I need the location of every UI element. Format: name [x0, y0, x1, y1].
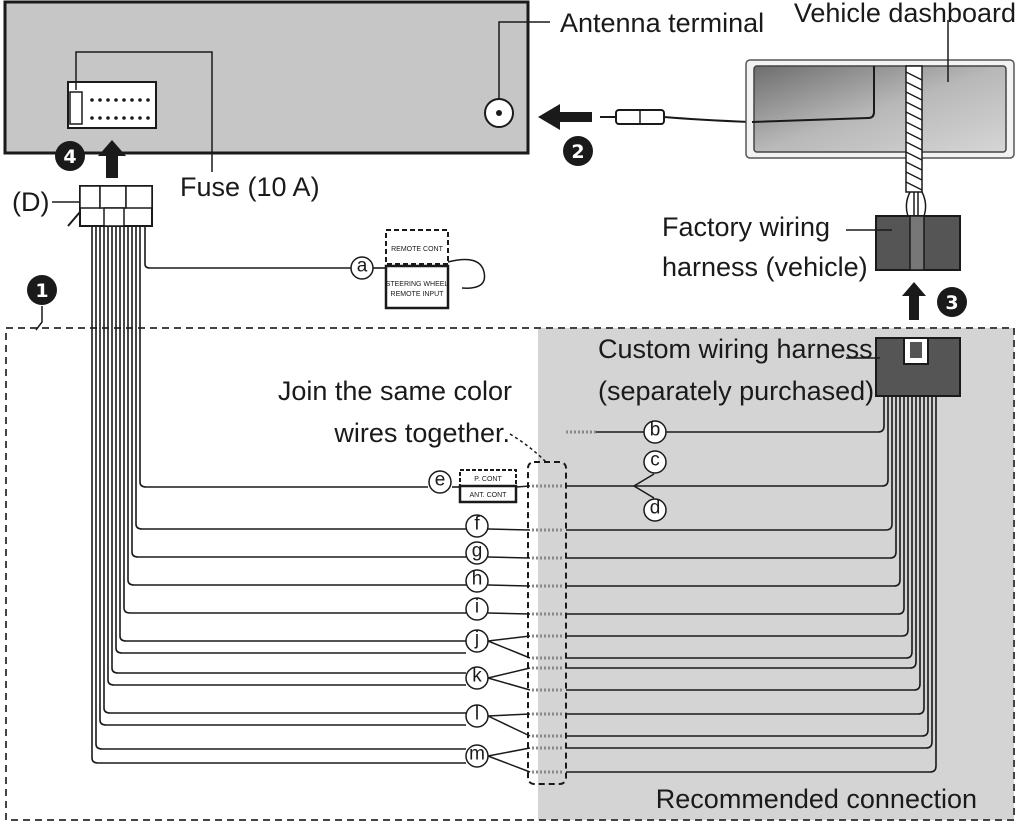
- join-box: [527, 461, 567, 785]
- svg-text:l: l: [475, 704, 479, 725]
- steering-line2: REMOTE INPUT: [391, 291, 445, 298]
- svg-text:i: i: [475, 597, 479, 618]
- arrow-up-icon: [902, 282, 926, 320]
- factory-connector-key: [909, 215, 925, 271]
- d-connector-label: (D): [12, 187, 49, 217]
- letter-f: f: [465, 514, 489, 538]
- svg-text:a: a: [357, 256, 368, 277]
- steering-line1: STEERING WHEEL: [386, 281, 449, 288]
- svg-text:k: k: [472, 666, 482, 687]
- step-badge-1: 1: [27, 275, 57, 305]
- svg-text:d: d: [650, 498, 661, 519]
- wire-splits: [487, 485, 580, 773]
- arrow-left-icon: [538, 104, 592, 130]
- unit-wire-bundle: [91, 226, 466, 764]
- letter-i: i: [465, 597, 489, 621]
- antenna-terminal-label: Antenna terminal: [560, 8, 764, 38]
- pcont-module: P. CONT ANT. CONT: [458, 469, 518, 504]
- rear-connector: [67, 81, 157, 129]
- fuse-leader: [75, 51, 213, 172]
- cd-leader: [632, 473, 655, 499]
- svg-text:h: h: [472, 569, 483, 590]
- factory-label-line1: Factory wiring: [662, 212, 830, 242]
- svg-text:2: 2: [571, 141, 584, 163]
- custom-label-line1: Custom wiring harness: [598, 334, 873, 364]
- join-label-line1: Join the same color: [278, 376, 512, 406]
- harness-wire-bundle: [566, 396, 937, 773]
- svg-text:m: m: [469, 744, 485, 765]
- svg-text:3: 3: [945, 292, 958, 314]
- head-unit: [3, 0, 530, 155]
- svg-text:g: g: [472, 541, 483, 562]
- custom-label-line2: (separately purchased): [598, 376, 874, 406]
- antcont-label: ANT. CONT: [470, 492, 508, 499]
- vehicle-dashboard-label: Vehicle dashboard: [794, 0, 1016, 28]
- svg-text:4: 4: [63, 146, 76, 168]
- svg-text:e: e: [435, 470, 446, 491]
- splice-caps: [532, 430, 596, 774]
- letter-a: a: [350, 256, 374, 280]
- letter-g: g: [465, 541, 489, 565]
- letter-k: k: [465, 666, 489, 690]
- letter-l: l: [465, 704, 489, 728]
- d-connector: [67, 185, 153, 227]
- factory-label-line2: harness (vehicle): [662, 252, 868, 282]
- letter-m: m: [465, 744, 489, 768]
- letter-e: e: [428, 470, 452, 494]
- custom-connector-slot: [910, 342, 922, 358]
- letter-j: j: [465, 629, 489, 653]
- arrow-up-icon: [98, 140, 126, 178]
- step-badge-2: 2: [563, 136, 593, 166]
- twisted-cable: [905, 65, 927, 217]
- svg-text:j: j: [474, 629, 479, 650]
- letter-b: b: [643, 420, 667, 444]
- antenna-socket: [484, 98, 514, 128]
- harness-box: [5, 327, 1015, 821]
- antenna-leader: [498, 21, 550, 99]
- antenna-plug: [600, 109, 751, 125]
- letter-h: h: [465, 569, 489, 593]
- recommended-label: Recommended connection: [656, 784, 977, 814]
- svg-text:1: 1: [35, 280, 48, 302]
- fuse-label: Fuse (10 A): [180, 172, 320, 202]
- remote-cont-label: REMOTE CONT: [391, 246, 443, 253]
- letter-d: d: [643, 498, 667, 522]
- svg-text:b: b: [650, 420, 661, 441]
- remote-module: REMOTE CONT STEERING WHEEL REMOTE INPUT: [384, 229, 486, 310]
- recommended-area: [538, 328, 1014, 820]
- letter-c: c: [643, 450, 667, 474]
- svg-text:f: f: [474, 514, 480, 535]
- step1-leader: [35, 306, 43, 331]
- vehicle-dashboard: [745, 59, 1015, 159]
- antenna-cable: [751, 66, 875, 123]
- svg-text:c: c: [650, 450, 660, 471]
- step-badge-3: 3: [937, 287, 967, 317]
- pcont-label: P. CONT: [474, 476, 502, 483]
- join-label-line2: wires together.: [333, 418, 510, 448]
- step-badge-4: 4: [55, 141, 85, 171]
